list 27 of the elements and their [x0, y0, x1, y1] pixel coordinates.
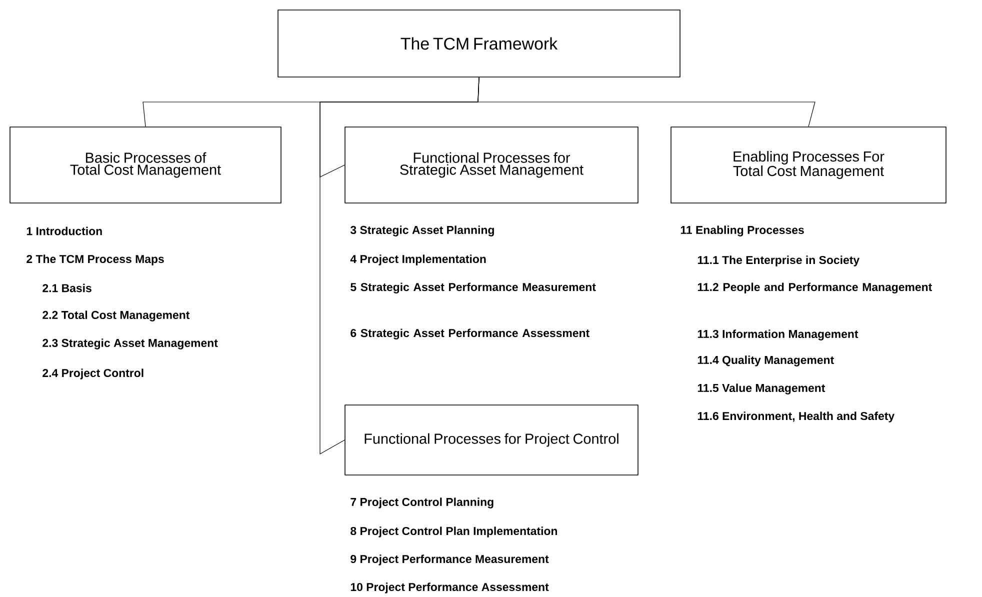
category-box: Functional Processes for Strategic Asset Management: [344, 126, 638, 204]
title-box: The TCM Framework: [278, 10, 680, 78]
list-item: 5 Strategic Asset Performance Measurement: [350, 282, 596, 294]
category-box: Functional Processes for Project Control: [344, 404, 638, 476]
list-item: 2.3 Strategic Asset Management: [42, 338, 218, 350]
list-item: 11.2 People and Performance Management: [698, 282, 932, 294]
list-item: 8 Project Control Plan Implementation: [350, 526, 558, 538]
connector-line: [320, 77, 480, 454]
list-item: 11 Enabling Processes: [680, 226, 804, 236]
category-box: Basic Processes of Total Cost Management: [10, 126, 282, 204]
list-item: 11.6 Environment, Health and Safety: [698, 412, 895, 422]
list-item: 11.1 The Enterprise in Society: [698, 256, 860, 266]
list-item: 11.4 Quality Management: [698, 356, 834, 366]
list-item: 2 The TCM Process Maps: [26, 254, 164, 266]
list-item: 6 Strategic Asset Performance Assessment: [350, 328, 590, 340]
category-box: Enabling Processes For Total Cost Management: [670, 126, 946, 204]
list-item: 2.2 Total Cost Management: [42, 310, 190, 322]
list-item: 3 Strategic Asset Planning: [350, 226, 494, 236]
list-item: 2.4 Project Control: [42, 368, 144, 380]
list-item: 4 Project Implementation: [350, 254, 486, 266]
list-item: 11.3 Information Management: [698, 330, 858, 340]
list-item: 9 Project Performance Measurement: [350, 554, 549, 566]
list-item: 1 Introduction: [26, 226, 102, 236]
list-item: 2.1 Basis: [42, 284, 92, 292]
list-item: 11.5 Value Management: [698, 384, 826, 394]
list-item: 7 Project Control Planning: [350, 498, 494, 508]
list-item: 10 Project Performance Assessment: [350, 582, 549, 594]
